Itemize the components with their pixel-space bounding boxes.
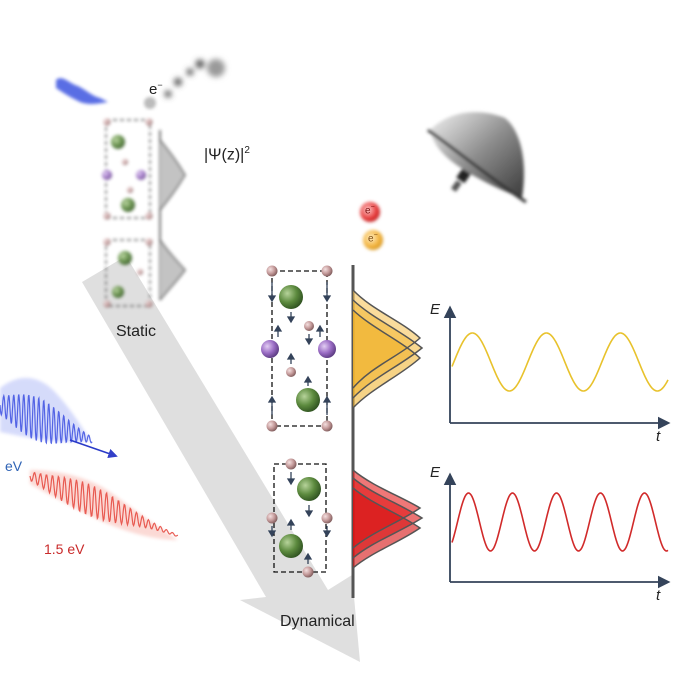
red-pump-pulse (29, 470, 179, 540)
electron-static-dot (144, 97, 156, 109)
electron-superscript: − (157, 80, 163, 90)
profile-red (352, 469, 424, 569)
electron-red-label: e− (365, 204, 375, 216)
blue-pump-pulse (0, 377, 118, 459)
electron-label: e− (149, 80, 163, 98)
profile-orange (352, 289, 424, 409)
plot-upper-ylabel: E (430, 301, 441, 318)
electron-orange-superscript: − (373, 232, 378, 239)
red-pump-label: 1.5 eV (44, 541, 85, 557)
plot-upper-curve (451, 332, 669, 392)
psi-text: |Ψ(z)| (204, 146, 245, 164)
blue-pump-label: eV (5, 458, 23, 474)
static-label: Static (116, 323, 157, 340)
static-structure (102, 118, 187, 308)
plot-lower-curve (451, 492, 669, 552)
electron-gun (427, 112, 527, 204)
electron-beam-static (164, 59, 225, 98)
electron-orange-label: e− (368, 232, 378, 244)
electron-red-text: e (365, 205, 371, 217)
plot-lower-xlabel: t (656, 587, 661, 604)
psi-superscript: 2 (244, 145, 250, 156)
psi-label: |Ψ(z)|2 (204, 145, 250, 164)
electron-red (360, 202, 380, 222)
time-arrow (82, 256, 360, 662)
dynamical-cell-lower (266, 458, 333, 578)
plot-lower (443, 472, 671, 589)
plot-lower-ylabel: E (430, 464, 441, 481)
plot-upper (443, 305, 671, 430)
dynamical-cell-upper (261, 265, 336, 432)
electron-orange (363, 230, 383, 250)
electron-red-superscript: − (370, 204, 375, 211)
plot-upper-xlabel: t (656, 428, 661, 445)
blue-pulse-static (56, 78, 108, 104)
dynamical-label: Dynamical (280, 613, 355, 630)
electron-orange-text: e (368, 233, 374, 245)
electron-text: e (149, 81, 158, 98)
